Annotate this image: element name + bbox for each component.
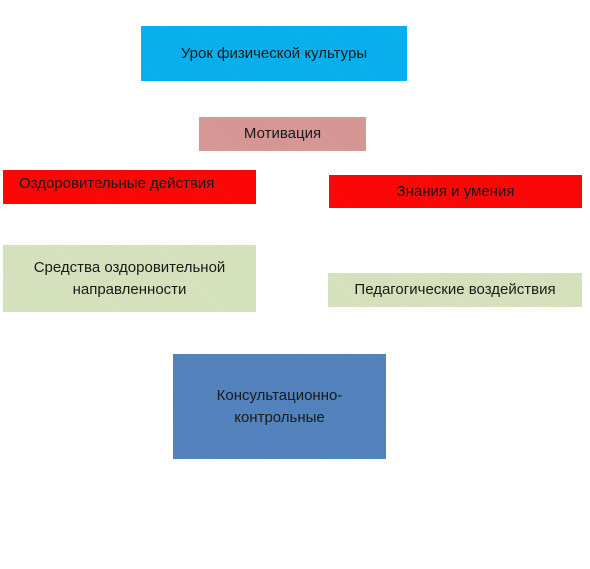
box-motivation: Мотивация [199,117,366,151]
box-lesson-of-physical-culture: Урок физической культуры [141,26,407,81]
box-motivation-label: Мотивация [243,125,322,143]
box-pedagogical-influences: Педагогические воздействия [328,273,582,307]
box-knowledge-label: Знания и умения [396,182,515,200]
box-health-actions-label: Оздоровительные действия [19,175,215,193]
box-consulting-label: Консультационно-контрольные [216,386,343,426]
box-pedagogical-label: Педагогические воздействия [354,281,556,299]
box-knowledge-and-skills: Знания и умения [329,175,582,208]
box-lesson-label: Урок физической культуры [180,44,368,62]
box-consulting-control: Консультационно-контрольные [173,354,386,459]
box-health-actions: Оздоровительные действия [3,170,256,204]
box-health-oriented-means: Средства оздоровительной направленности [3,245,256,312]
box-means-label: Средства оздоровительной направленности [33,258,226,298]
